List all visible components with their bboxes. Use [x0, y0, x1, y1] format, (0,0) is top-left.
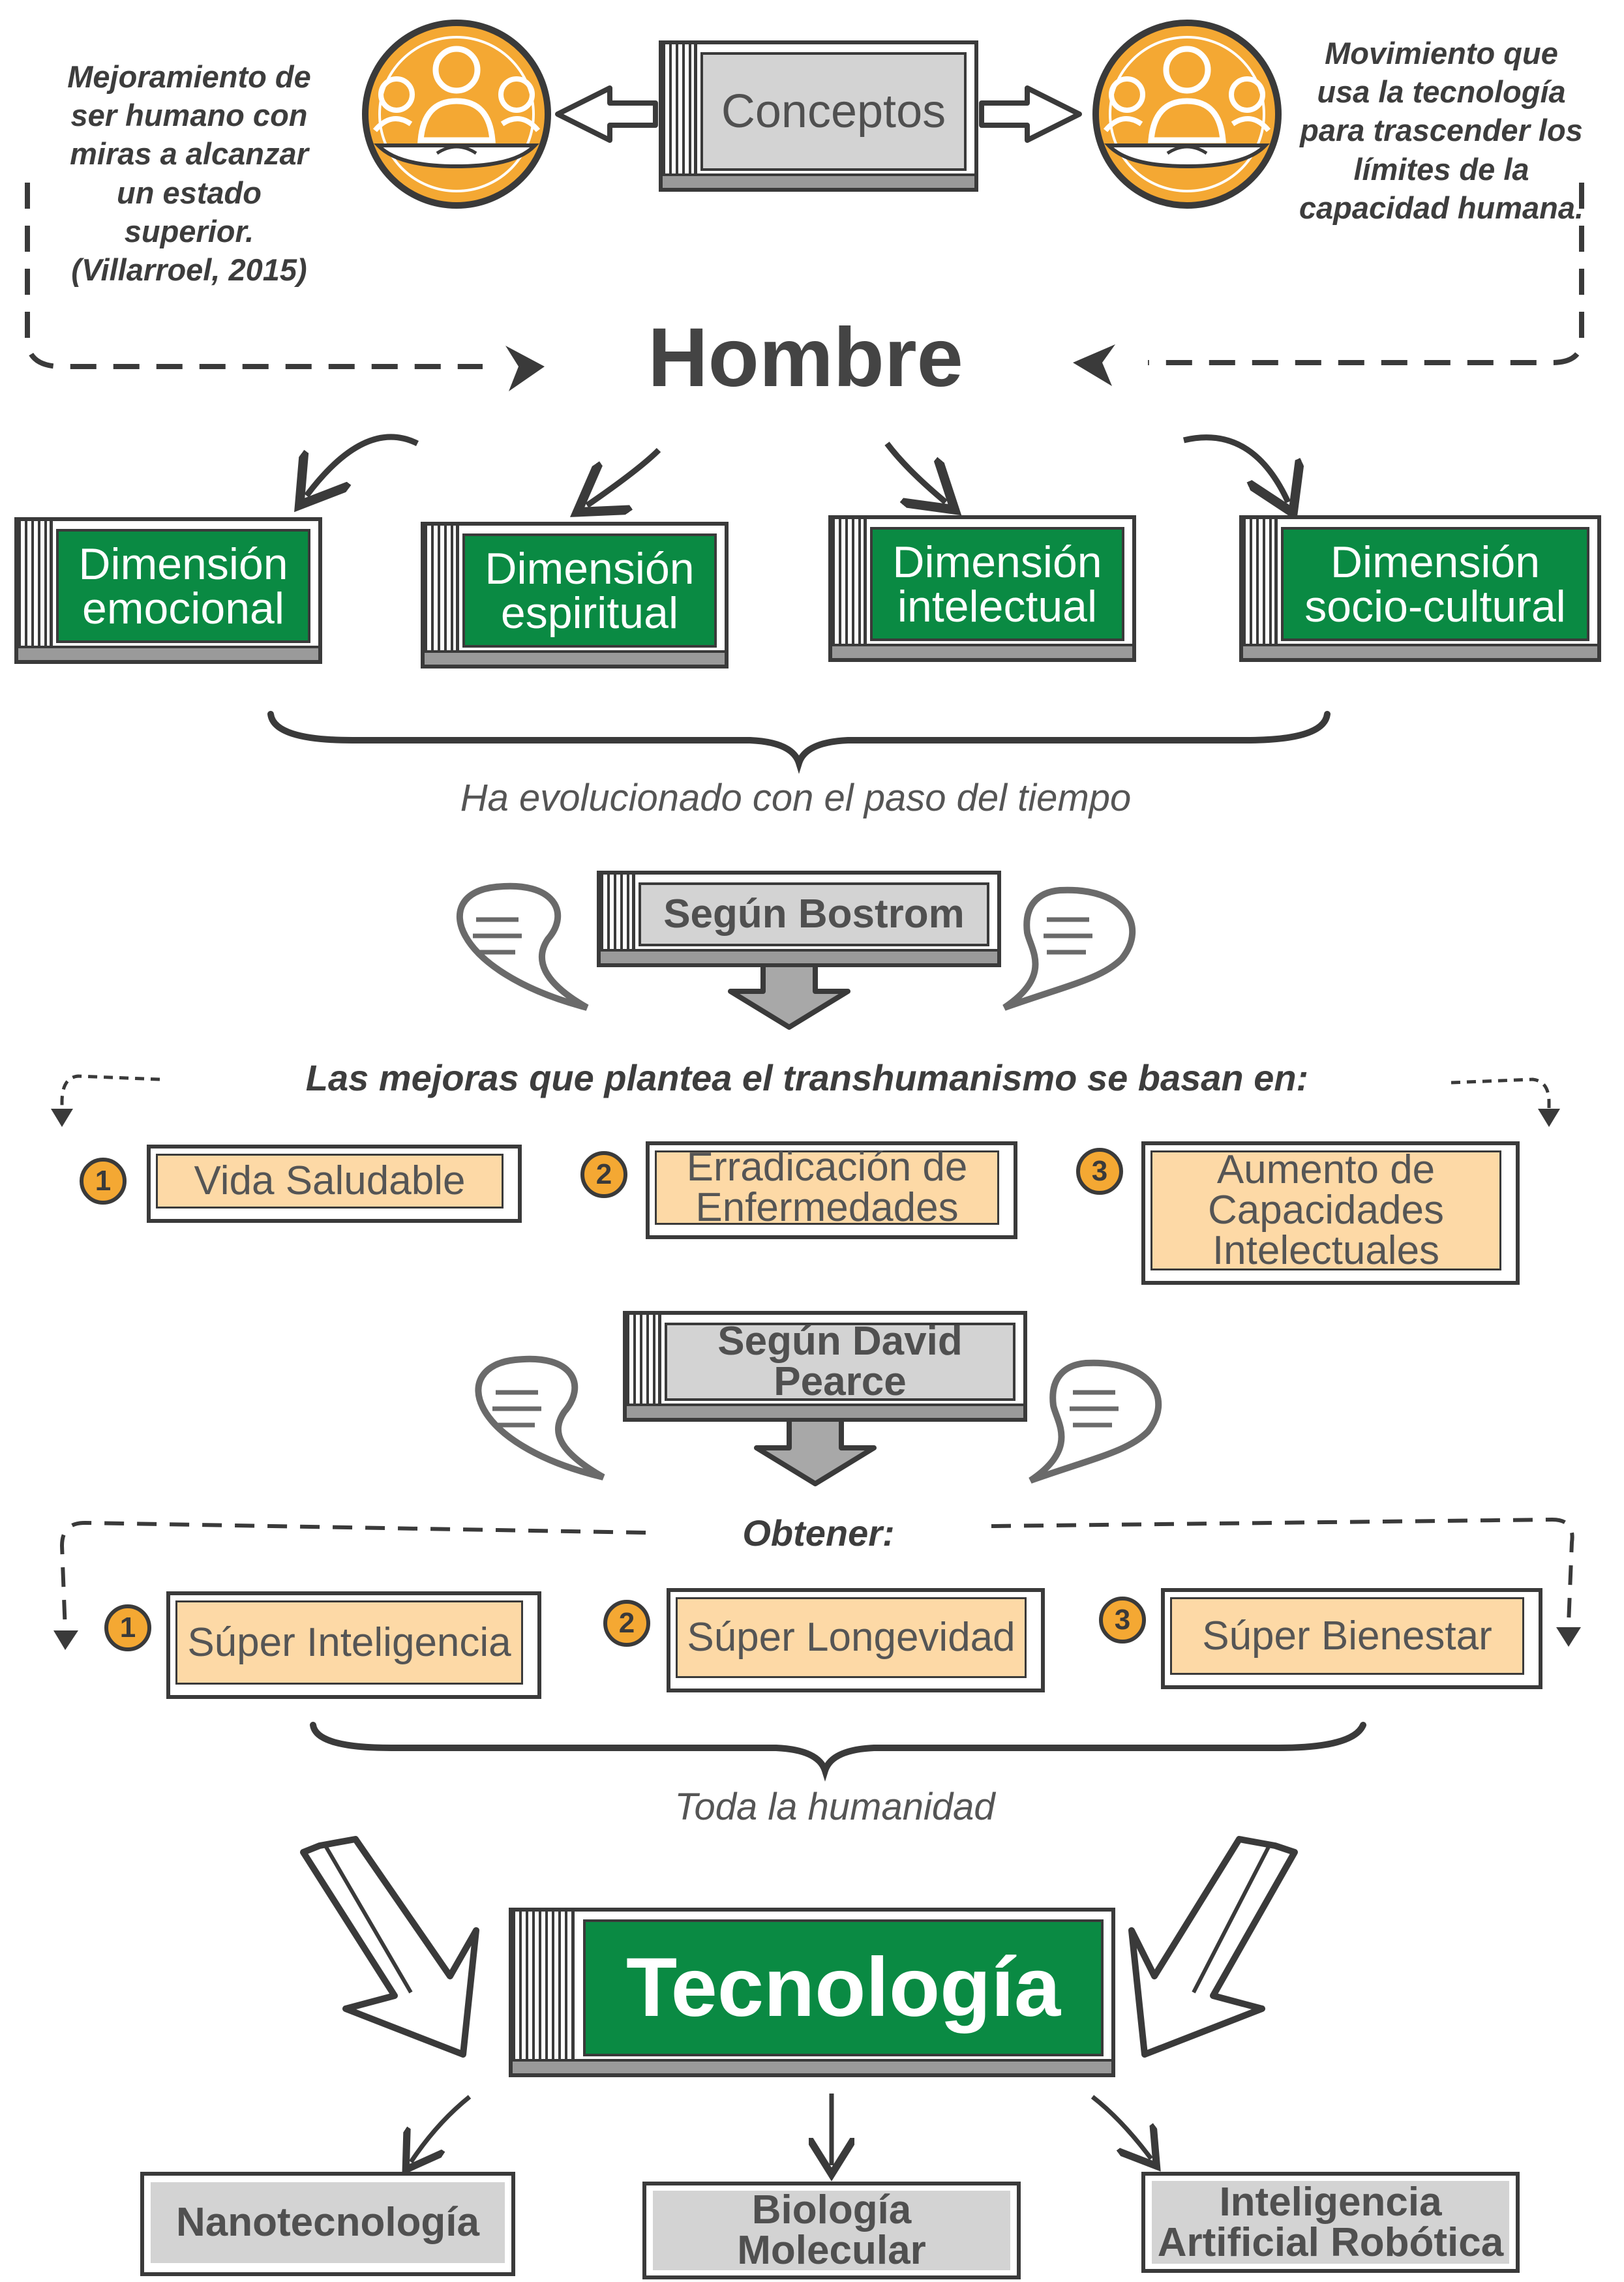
outline-arrow-left-icon	[555, 85, 658, 143]
bostrom-box: Según Bostrom	[597, 871, 1001, 967]
tech-field-ai-robotics: Inteligencia Artificial Robótica	[1141, 2172, 1520, 2273]
pearce-item-1: Súper Inteligencia	[166, 1591, 541, 1699]
people-brain-icon	[362, 20, 551, 209]
technology-box: Tecnología	[509, 1908, 1115, 2077]
dimension-name: socio-cultural	[1304, 581, 1566, 631]
concepts-box: Conceptos	[659, 40, 978, 192]
pearce-label: Según David Pearce	[665, 1321, 1015, 1402]
dimension-name: emocional	[82, 583, 284, 633]
bostrom-item-1: Vida Saludable	[147, 1145, 522, 1223]
dashed-arrow-left-2	[59, 1520, 646, 1631]
number-badge-3: 3	[1076, 1148, 1123, 1195]
bostrom-item-text: Aumento de Capacidades Intelectuales	[1150, 1150, 1501, 1271]
bostrom-heading: Las mejoras que plantea el transhumanism…	[305, 1057, 1309, 1098]
people-brain-icon	[1092, 20, 1282, 209]
pearce-item-text: Súper Longevidad	[676, 1597, 1027, 1678]
evolution-caption: Ha evolucionado con el paso del tiempo	[460, 777, 1132, 819]
curved-arrow-1	[307, 434, 419, 496]
number-badge-1: 1	[80, 1158, 127, 1205]
number-badge-2: 2	[603, 1600, 650, 1647]
curved-arrow-2	[587, 447, 661, 505]
dimension-label: Dimensión	[485, 543, 695, 593]
pearce-box: Según David Pearce	[623, 1311, 1027, 1422]
bostrom-item-2: Erradicación de Enfermedades	[646, 1141, 1017, 1239]
dimension-label: Dimensión	[1330, 537, 1541, 587]
bostrom-label: Según Bostrom	[639, 882, 989, 946]
tech-field-label: Biología Molecular	[653, 2190, 1010, 2271]
pearce-item-text: Súper Bienestar	[1170, 1597, 1524, 1675]
bostrom-item-3: Aumento de Capacidades Intelectuales	[1141, 1141, 1520, 1285]
pearce-item-2: Súper Longevidad	[667, 1588, 1045, 1692]
tech-field-label: Nanotecnología	[151, 2182, 505, 2263]
pearce-item-3: Súper Bienestar	[1161, 1588, 1542, 1689]
number-badge-3: 3	[1099, 1597, 1146, 1644]
dashed-arrow-right-2	[991, 1517, 1574, 1625]
dashed-arrow-left-1	[60, 1074, 160, 1125]
tech-field-label: Inteligencia Artificial Robótica	[1152, 2181, 1509, 2264]
humanity-caption: Toda la humanidad	[674, 1786, 995, 1828]
triangle-right-icon	[505, 346, 545, 391]
pearce-heading: Obtener:	[742, 1512, 895, 1554]
dimension-name: espiritual	[500, 588, 679, 638]
right-concept-note: Movimiento que usa la tecnología para tr…	[1299, 36, 1584, 225]
dimension-name: intelectual	[897, 581, 1098, 631]
bostrom-item-text: Erradicación de Enfermedades	[655, 1147, 999, 1228]
number-badge-1: 1	[104, 1604, 151, 1651]
big-arrow-left-icon	[300, 1836, 479, 2058]
curved-arrow-3	[884, 442, 946, 502]
curly-brace-1	[267, 711, 1331, 774]
curly-brace-2	[310, 1722, 1366, 1782]
arrow-to-field-1	[411, 2095, 472, 2162]
dashed-connector-right	[1148, 183, 1584, 365]
dimension-label: Dimensión	[892, 537, 1102, 587]
dimension-label: Dimensión	[78, 539, 288, 589]
tech-field-nanotech: Nanotecnología	[140, 2172, 515, 2276]
down-arrow-icon	[728, 956, 850, 1030]
hombre-title: Hombre	[648, 311, 963, 404]
triangle-left-icon	[1073, 344, 1115, 386]
tech-field-molecular-biology: Biología Molecular	[642, 2182, 1021, 2279]
big-arrow-right-icon	[1128, 1836, 1298, 2058]
dashed-arrow-right-1	[1451, 1077, 1551, 1125]
bostrom-item-text: Vida Saludable	[156, 1154, 504, 1209]
number-badge-2: 2	[580, 1151, 627, 1198]
speech-bubble-icon	[456, 882, 1136, 1011]
arrow-to-field-3	[1090, 2095, 1151, 2159]
outline-arrow-right-icon	[979, 85, 1082, 143]
left-concept-note: Mejoramiento de ser humano con miras a a…	[67, 59, 311, 288]
technology-title: Tecnología	[583, 1919, 1104, 2056]
concepts-title: Conceptos	[700, 52, 967, 171]
pearce-item-text: Súper Inteligencia	[175, 1600, 523, 1685]
dashed-connector-left	[25, 183, 483, 369]
curved-arrow-4	[1182, 434, 1288, 502]
